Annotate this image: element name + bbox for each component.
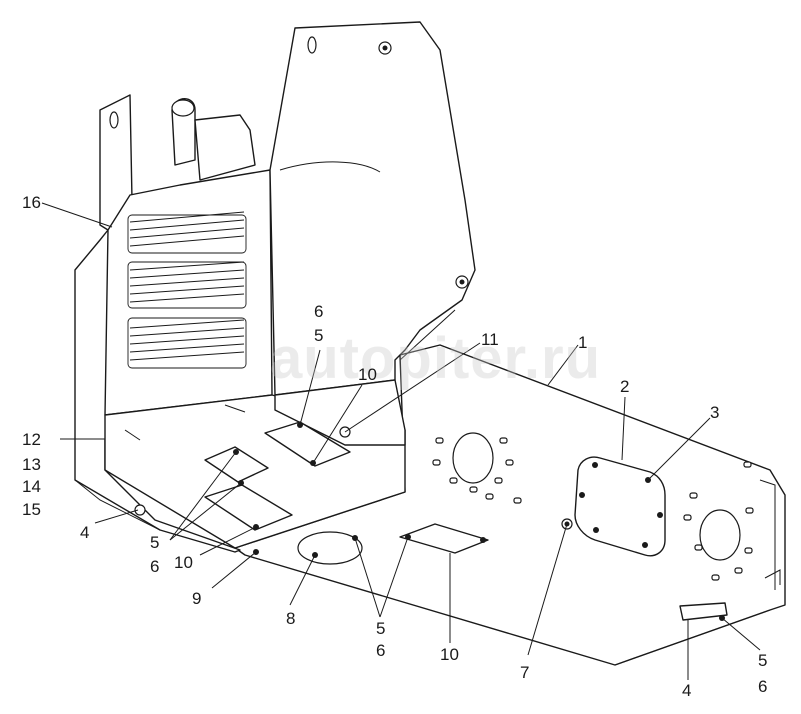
callout-6-top: 6 (314, 302, 324, 321)
callout-2: 2 (620, 377, 630, 396)
callout-13: 13 (22, 455, 41, 474)
cover-plate-left-upper (204, 446, 269, 483)
callout-10-bottom: 10 (440, 645, 459, 664)
leader-lines (41, 202, 761, 680)
callout-1: 1 (578, 333, 588, 352)
bracket-right (679, 602, 728, 621)
callout-8: 8 (286, 609, 296, 628)
grille-slots (127, 211, 247, 369)
callout-15: 15 (22, 500, 41, 519)
callout-6-bottom: 6 (376, 641, 386, 660)
callout-7: 7 (520, 663, 530, 682)
callout-6-right: 6 (758, 677, 768, 696)
callout-5-right: 5 (758, 651, 768, 670)
callout-5-top: 5 (314, 326, 324, 345)
floor-studs (432, 437, 754, 581)
callout-12: 12 (22, 430, 41, 449)
callout-14: 14 (22, 477, 41, 496)
callout-10-top: 10 (358, 365, 377, 384)
watermark: autopiter.ru (270, 326, 602, 391)
callout-4-left: 4 (80, 523, 90, 542)
callout-3: 3 (710, 403, 720, 422)
callout-10-left: 10 (174, 553, 193, 572)
floor-hole-left (452, 432, 494, 484)
callout-5-left: 5 (150, 533, 160, 552)
cover-plate-left-lower (204, 484, 293, 531)
callout-16: 16 (22, 193, 41, 212)
callout-4-right: 4 (682, 681, 692, 700)
callout-9: 9 (192, 589, 202, 608)
cover-plate-center (264, 421, 351, 467)
callout-5-bottom: 5 (376, 619, 386, 638)
floor-hole-right (699, 509, 741, 561)
cover-plate-floor (399, 523, 489, 554)
callout-6-left: 6 (150, 557, 160, 576)
callout-11: 11 (481, 330, 499, 349)
